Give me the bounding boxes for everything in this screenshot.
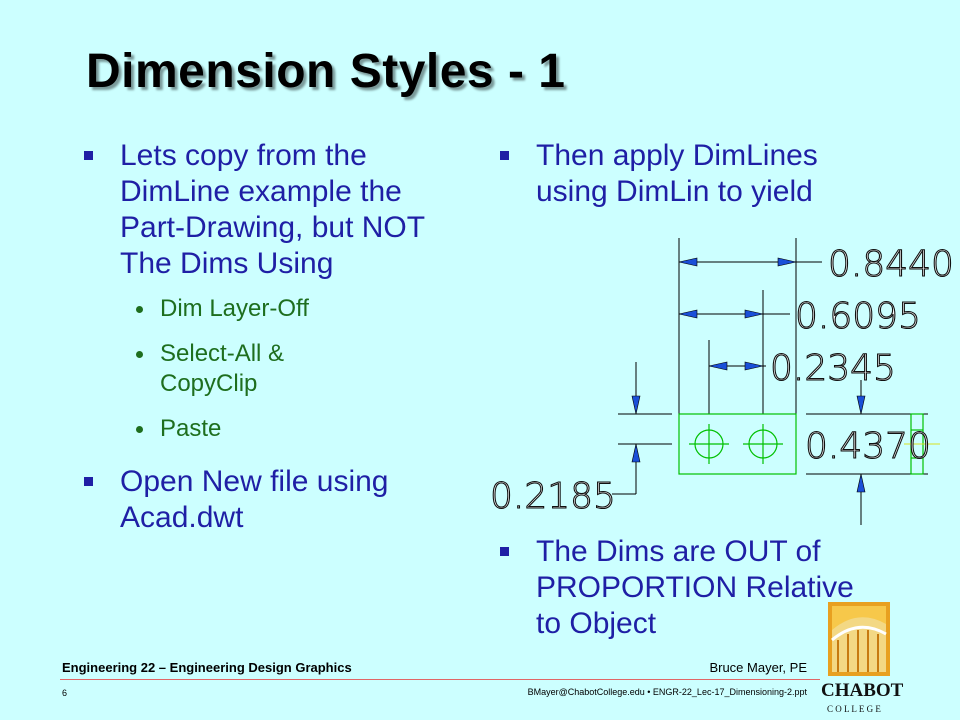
footer-author: Bruce Mayer, PE	[709, 660, 807, 675]
square-bullet-icon	[84, 151, 93, 160]
arrowhead	[678, 309, 698, 319]
bullet-open-new-file: Open New file using Acad.dwt	[84, 464, 460, 536]
bullet-copy-part-drawing: Lets copy from the DimLine example the P…	[84, 138, 450, 282]
square-bullet-icon	[84, 477, 93, 486]
arrowhead	[744, 309, 764, 319]
dot-bullet-icon	[136, 351, 143, 358]
arrowhead	[744, 361, 764, 371]
square-bullet-icon	[500, 547, 509, 556]
sub-bullet-dim-layer-off: Dim Layer-Off	[84, 294, 464, 324]
logo-name: CHABOT	[821, 680, 904, 701]
chabot-college-logo: CHABOT C O L L E G E	[821, 602, 904, 714]
dim-label-0-2345: 0.2345	[770, 348, 896, 389]
sub-bullet-select-all: Select-All & CopyClip	[84, 339, 380, 399]
arrowheads	[631, 257, 866, 493]
footer-divider	[60, 679, 820, 680]
footer-course: Engineering 22 – Engineering Design Grap…	[62, 660, 352, 675]
logo-sub: C O L L E G E	[827, 704, 881, 714]
left-column: Lets copy from the DimLine example the P…	[84, 138, 464, 536]
arrowhead	[631, 395, 641, 415]
right-column-bottom: The Dims are OUT of PROPORTION Relative …	[500, 534, 920, 642]
dot-bullet-icon	[136, 306, 143, 313]
slide-title: Dimension Styles - 1	[86, 45, 566, 98]
right-column-top: Then apply DimLines using DimLin to yiel…	[500, 138, 920, 210]
square-bullet-icon	[500, 151, 509, 160]
arrowhead	[856, 395, 866, 415]
sub-bullet-paste: Paste	[84, 414, 464, 444]
dim-label-0-4370: 0.4370	[805, 426, 931, 467]
arrowhead	[708, 361, 728, 371]
dot-bullet-icon	[136, 426, 143, 433]
slide-number: 6	[62, 688, 68, 698]
footer-reference: BMayer@ChabotCollege.edu • ENGR-22_Lec-1…	[527, 687, 807, 697]
dim-label-0-2185: 0.2185	[490, 476, 616, 517]
arrowhead	[777, 257, 797, 267]
arrowhead	[856, 473, 866, 493]
dim-label-0-8440: 0.8440	[828, 244, 954, 285]
bullet-out-of-proportion: The Dims are OUT of PROPORTION Relative …	[500, 534, 856, 642]
bullet-apply-dimlines: Then apply DimLines using DimLin to yiel…	[500, 138, 896, 210]
arrowhead	[631, 443, 641, 463]
dim-label-0-6095: 0.6095	[795, 296, 921, 337]
arrowhead	[678, 257, 698, 267]
